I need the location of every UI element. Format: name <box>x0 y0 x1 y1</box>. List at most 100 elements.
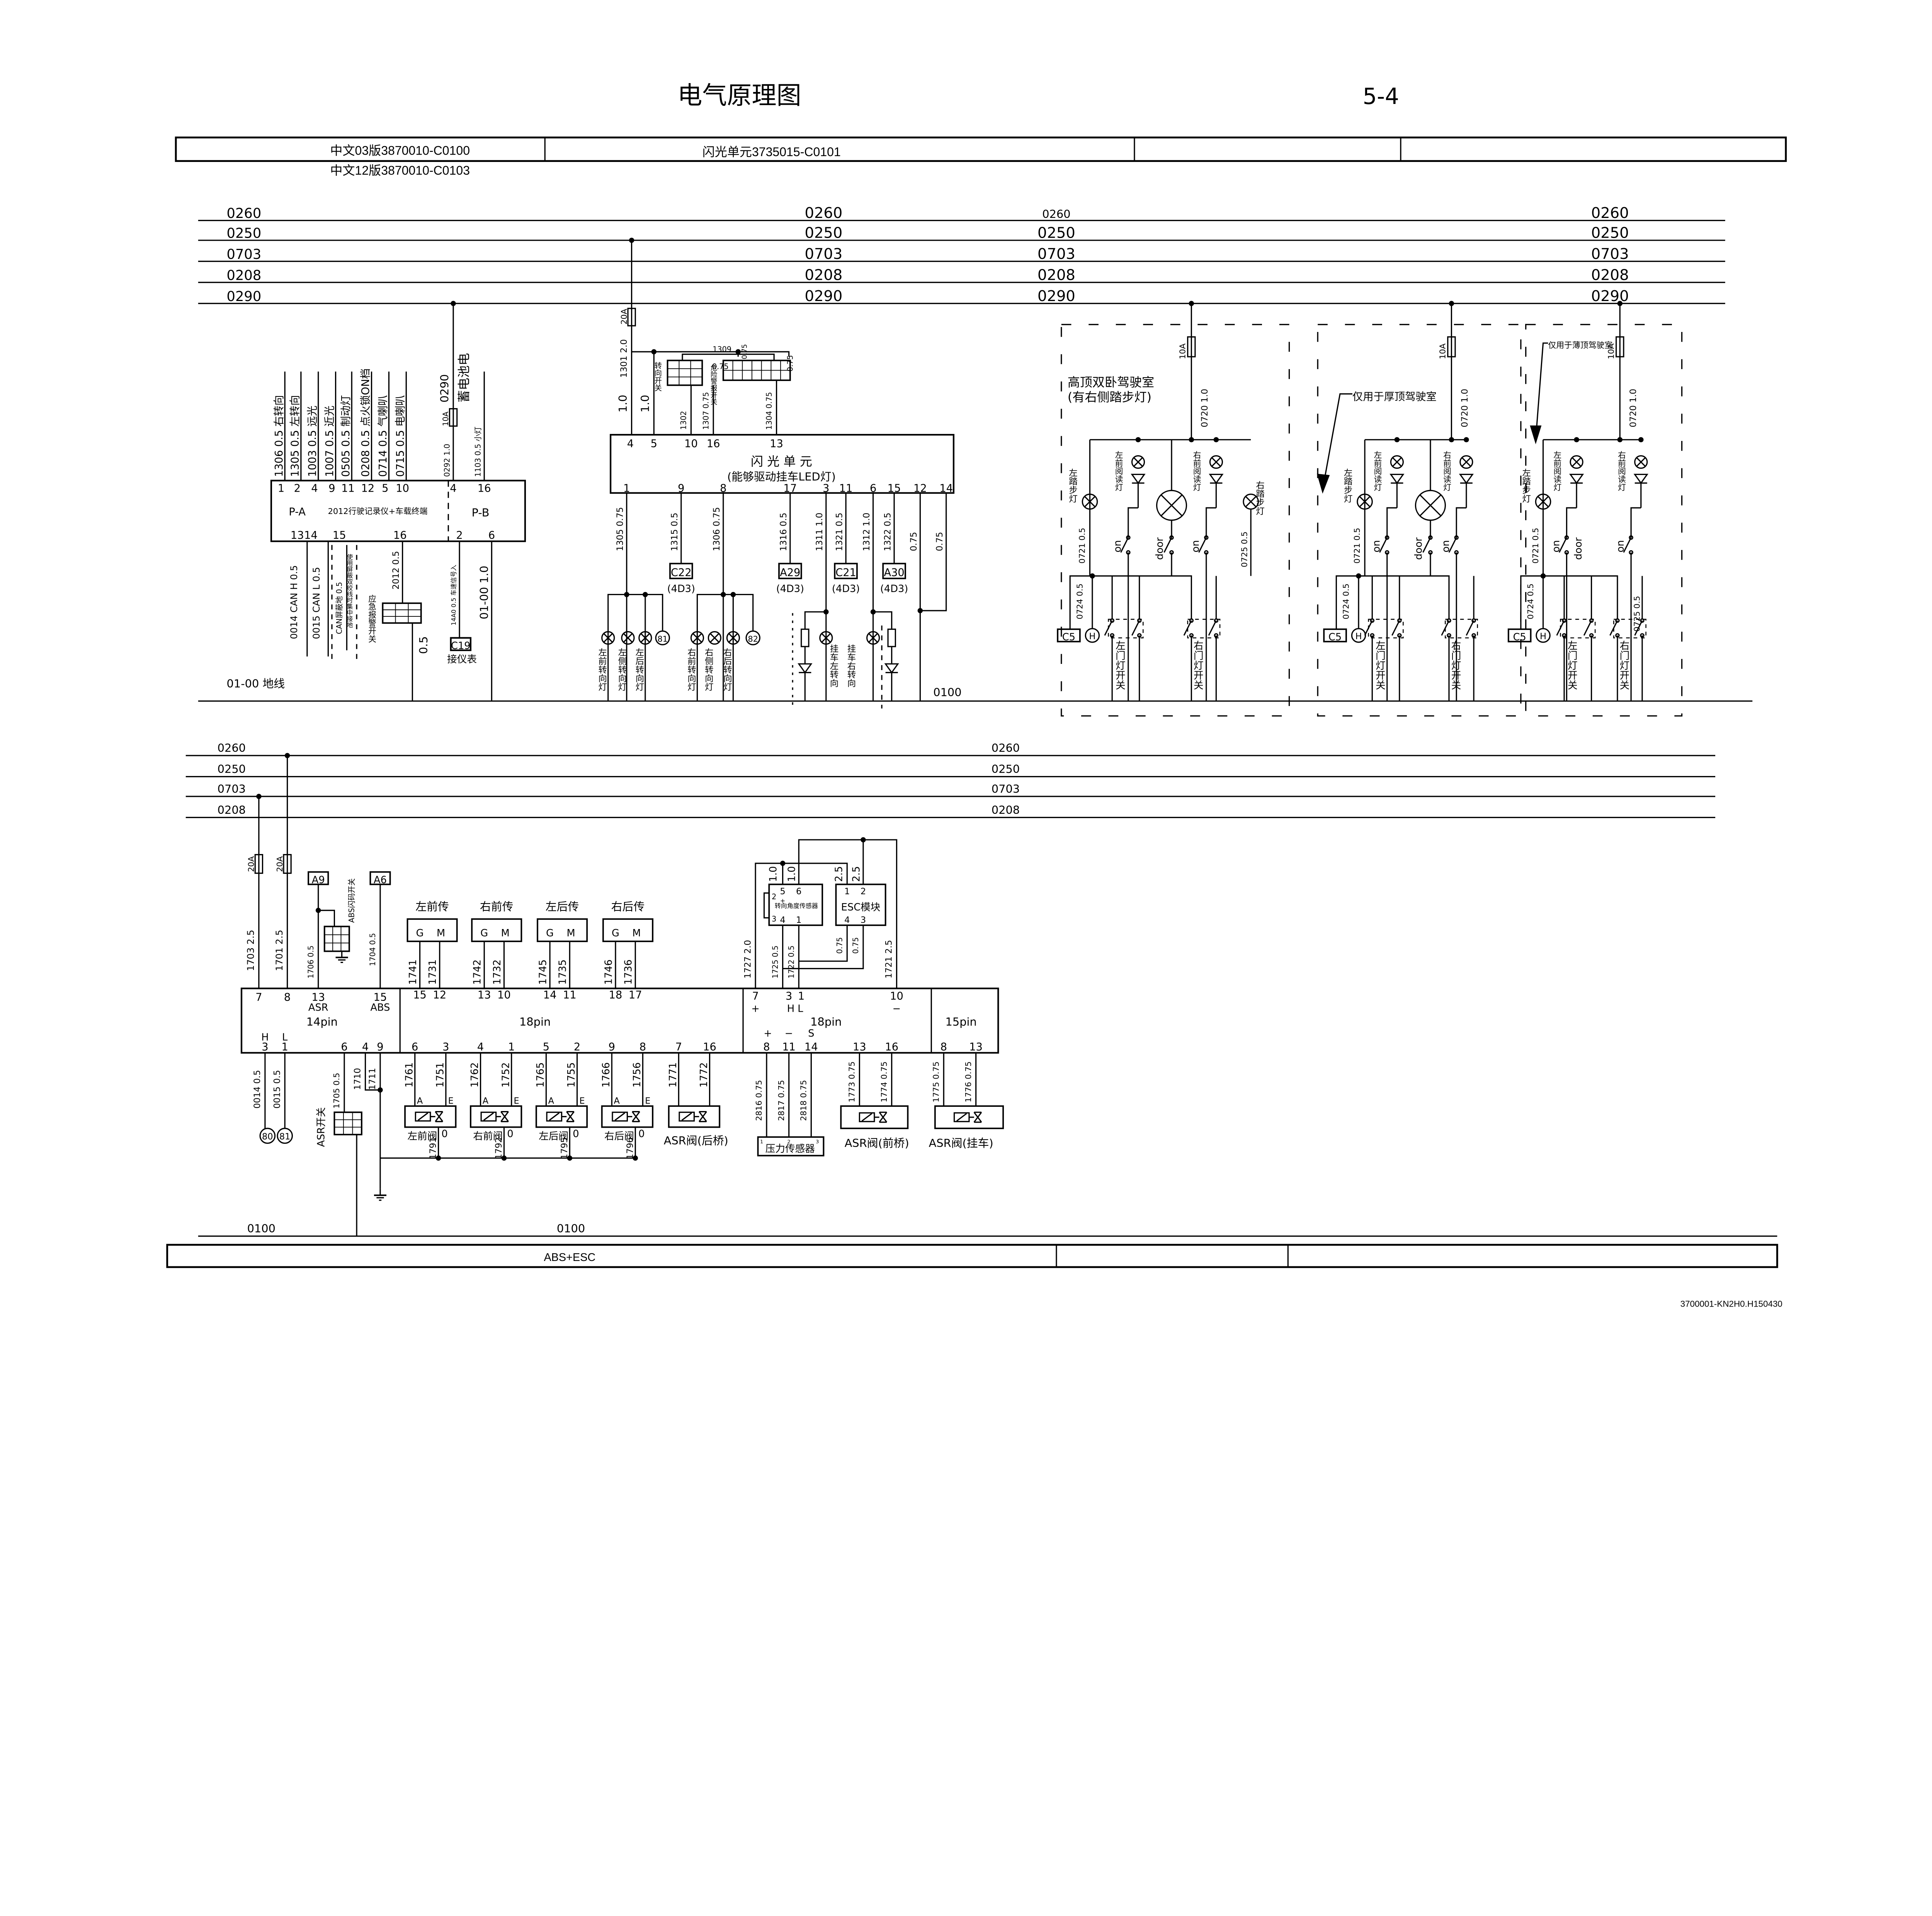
wire-label: 1725 0.5 <box>771 945 780 978</box>
wire-label: 0715 0.5 电喇叭 <box>395 395 406 477</box>
lamp-cross <box>868 633 878 643</box>
lamp-label: 右前阅读灯 <box>1192 451 1201 491</box>
wire-label: 1305 0.5 左转向 <box>289 395 301 477</box>
lamp-label: 左前阅读灯 <box>1114 451 1123 491</box>
pin-sign: + <box>780 897 785 905</box>
switch-label: ASR开关 <box>316 1107 327 1147</box>
wire-label: CAN屏蔽地 0.5 <box>335 582 344 634</box>
lamp-cross <box>1461 457 1471 467</box>
pin-number: 6 <box>488 529 495 541</box>
pin-number: 5 <box>382 482 388 494</box>
fuse-label: 10A <box>1178 343 1187 359</box>
pin-label: A <box>417 1096 423 1106</box>
pin-number: 3 <box>861 915 866 925</box>
lamp-cross <box>728 633 738 643</box>
node-label: 82 <box>748 634 758 643</box>
pin-number: 7 <box>255 992 262 1004</box>
pin-label: 0 <box>441 1128 447 1140</box>
pin-label: ABS <box>371 1002 390 1013</box>
switch-blade <box>1120 537 1129 553</box>
pin-label: G <box>416 927 424 939</box>
wire-label: 0.75 <box>786 355 794 372</box>
lamp-label: 左后转向灯 <box>634 648 644 691</box>
wire-label: 2.5 <box>850 866 862 882</box>
wire <box>318 910 335 927</box>
solenoid-valve-icon <box>535 1105 588 1128</box>
pin-number: 8 <box>639 1041 646 1053</box>
switch-label: 左门灯开关 <box>1374 640 1386 690</box>
asr-switch <box>333 1111 362 1135</box>
pin-number: 3 <box>816 1139 819 1145</box>
lamp-label: 左前转向灯 <box>597 648 607 691</box>
bus-label-mid: 0703 <box>804 245 842 263</box>
junction-dot <box>780 861 786 866</box>
node-label: H <box>1355 631 1362 642</box>
switch-label: 左门灯开关 <box>1114 640 1125 690</box>
pin-number: 2 <box>294 482 301 494</box>
lamp-label: 右侧转向灯 <box>703 648 713 691</box>
wire-label: 0.75 <box>851 937 860 954</box>
lamp-cross <box>1133 457 1143 467</box>
wire <box>1335 575 1450 630</box>
node-label: H <box>1540 631 1546 642</box>
connector-c5 <box>1057 628 1081 643</box>
pin-number: 4 <box>844 915 850 925</box>
wire <box>682 354 775 361</box>
valve-label: ASR阀(前桥) <box>845 1137 909 1150</box>
switch-label: on <box>1371 540 1383 553</box>
wire-label: 1703 2.5 <box>245 930 256 971</box>
valve-icon <box>435 1111 444 1122</box>
drawing-code: 3700001-KN2H0.H150430 <box>1680 1299 1782 1309</box>
junction-dot <box>1464 437 1469 442</box>
bus-label-mid2: 0260 <box>1042 208 1070 221</box>
lamp-icon <box>1209 455 1223 469</box>
switch-blade <box>1422 537 1431 553</box>
wire-label: 1103 0.5 小灯 <box>474 427 483 477</box>
resistor-icon <box>801 628 810 647</box>
wire <box>1566 507 1577 538</box>
h-node <box>1085 628 1100 643</box>
wire <box>799 925 848 962</box>
wire-label: 1792 <box>494 1137 504 1159</box>
page-number: 5-4 <box>1363 83 1399 109</box>
switch-contact <box>1169 535 1174 540</box>
wire-label: 1.0 <box>768 866 779 882</box>
pin-number: 3 <box>772 915 776 924</box>
valve-icon <box>699 1111 707 1122</box>
wire-label: 1322 0.5 <box>883 512 893 551</box>
wire <box>1069 575 1192 630</box>
wire-label: 1307 0.75 <box>701 392 710 430</box>
lamp-cross <box>1636 457 1646 467</box>
switch-label: door <box>1154 537 1166 560</box>
pin-number: 16 <box>707 438 720 450</box>
pin-number: 1 <box>623 482 630 494</box>
fuse-icon <box>1447 336 1456 357</box>
pin-number: 1 <box>844 887 850 897</box>
lamp-label: 右后转向灯 <box>722 648 732 691</box>
wire-label: 1732 <box>492 960 503 985</box>
junction-dot <box>917 608 923 613</box>
wire-label: 1773 0.75 <box>847 1062 857 1103</box>
bus-label-mid: 0703 <box>992 782 1020 795</box>
lamp-cross <box>1571 457 1582 467</box>
fuse-icon <box>254 854 264 874</box>
diode-icon <box>1633 473 1648 484</box>
bus-label-mid: 0250 <box>804 224 842 242</box>
diode-icon <box>1131 473 1146 484</box>
coil-mark <box>417 1112 429 1121</box>
lamp-cross <box>1245 496 1257 507</box>
pin-number: 13 <box>291 529 304 541</box>
pin-label: 0 <box>573 1128 579 1140</box>
lamp-icon <box>601 631 615 645</box>
pin-number: 12 <box>913 482 927 494</box>
wire-label: 1722 0.5 <box>787 945 796 978</box>
wire-label: 1315 0.5 <box>670 512 680 551</box>
hazard-alarm-switch <box>382 602 422 624</box>
wire-label: 1761 <box>403 1062 415 1087</box>
pin-number: 14 <box>304 529 318 541</box>
junction-dot <box>501 1155 507 1161</box>
bus-label-left: 0208 <box>218 803 246 817</box>
diode-icon <box>1459 473 1474 484</box>
pin-number: 1 <box>278 482 284 494</box>
wire-label: 0.5 <box>417 636 430 654</box>
